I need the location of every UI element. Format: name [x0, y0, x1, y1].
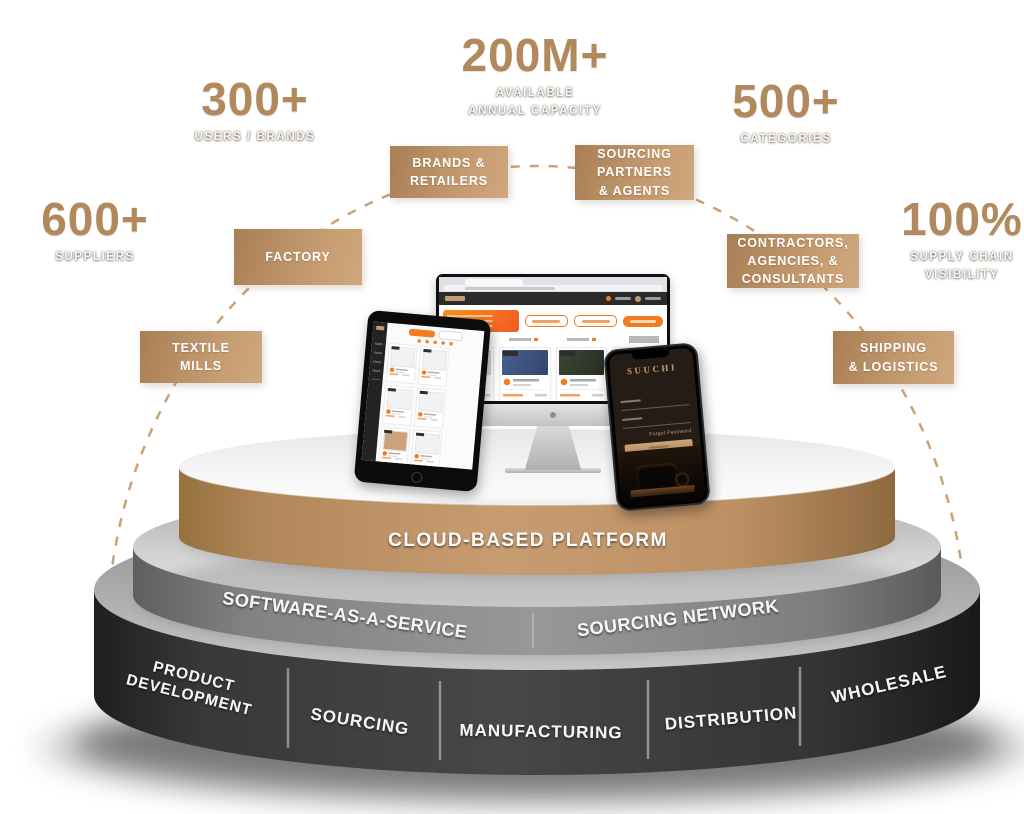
browser-address-bar — [443, 285, 663, 291]
webapp-logo — [445, 296, 465, 301]
stat-users-brands-label: USERS / BRANDS — [194, 131, 316, 143]
tablet-main-area — [374, 323, 485, 470]
product-card — [499, 347, 551, 401]
product-card — [378, 426, 411, 468]
webapp-navbar — [439, 292, 667, 305]
product-card — [385, 342, 418, 385]
tablet-app-screenshot — [361, 321, 485, 470]
toolbar-button-outline-1 — [524, 315, 568, 327]
product-card — [417, 345, 450, 388]
filter-row — [443, 335, 663, 344]
phone-username-field — [620, 392, 690, 412]
tablet-home-button — [410, 471, 423, 484]
stat-annual-capacity: 200M+ AVAILABLE ANNUAL CAPACITY — [462, 32, 609, 121]
node-textile-mills: TEXTILE MILLS — [140, 331, 262, 383]
node-shipping-logistics: SHIPPING & LOGISTICS — [833, 331, 954, 384]
stat-categories: 500+ CATEGORIES — [732, 78, 840, 149]
tablet-primary-button — [408, 328, 435, 338]
stat-users-brands: 300+ USERS / BRANDS — [195, 76, 316, 147]
label-cloud-based-platform: CLOUD-BASED PLATFORM — [388, 530, 668, 551]
toolbar-button-outline-2 — [574, 315, 618, 327]
stat-visibility-label: SUPPLY CHAIN VISIBILITY — [910, 251, 1014, 281]
tablet-product-grid — [371, 342, 480, 470]
phone-forgot-password-link: Forgot Password — [649, 428, 692, 438]
node-sourcing-partners-agents: SOURCING PARTNERS & AGENTS — [575, 145, 694, 200]
imac-base — [505, 468, 601, 473]
stat-visibility: 100% SUPPLY CHAIN VISIBILITY — [901, 196, 1023, 285]
sewing-machine-photo — [617, 445, 706, 507]
stat-suppliers-value: 600+ — [41, 193, 149, 245]
phone-app-logo: SUUCHI — [626, 362, 678, 377]
tablet-device — [353, 309, 492, 493]
stat-suppliers: 600+ SUPPLIERS — [41, 196, 149, 267]
node-brands-retailers: BRANDS & RETAILERS — [390, 146, 508, 198]
browser-chrome — [439, 277, 667, 292]
toolbar-button-primary — [623, 315, 663, 327]
product-card — [381, 384, 415, 427]
imac-stand — [524, 426, 582, 470]
phone-login-form: Forgot Password — [620, 392, 694, 455]
user-avatar — [635, 295, 641, 302]
stat-categories-label: CATEGORIES — [740, 133, 832, 145]
product-card — [555, 347, 607, 401]
phone-notch — [631, 349, 670, 360]
phone-device: SUUCHI Forgot Password — [603, 342, 711, 512]
stat-visibility-value: 100% — [901, 193, 1023, 245]
node-factory: FACTORY — [234, 229, 362, 285]
stat-annual-capacity-value: 200M+ — [461, 29, 609, 81]
stat-users-brands-value: 300+ — [201, 73, 309, 125]
phone-password-field — [621, 410, 691, 429]
browser-tab — [465, 279, 523, 285]
product-card — [410, 429, 443, 470]
navbar-user-name — [645, 297, 661, 300]
apple-logo-icon — [550, 412, 556, 418]
stat-categories-value: 500+ — [732, 75, 840, 127]
navbar-menu-item — [615, 297, 631, 300]
product-card — [374, 468, 407, 470]
phone-login-screenshot: SUUCHI Forgot Password — [608, 347, 706, 507]
node-contractors-agencies-consultants: CONTRACTORS, AGENCIES, & CONSULTANTS — [727, 234, 859, 288]
dashed-arc-path — [105, 164, 969, 641]
stat-annual-capacity-label: AVAILABLE ANNUAL CAPACITY — [468, 87, 602, 117]
sewing-machine-arm — [636, 462, 679, 490]
stat-suppliers-label: SUPPLIERS — [55, 251, 135, 263]
notification-icon — [606, 296, 611, 301]
product-card — [413, 387, 447, 429]
segment-manufacturing: MANUFACTURING — [459, 721, 622, 743]
